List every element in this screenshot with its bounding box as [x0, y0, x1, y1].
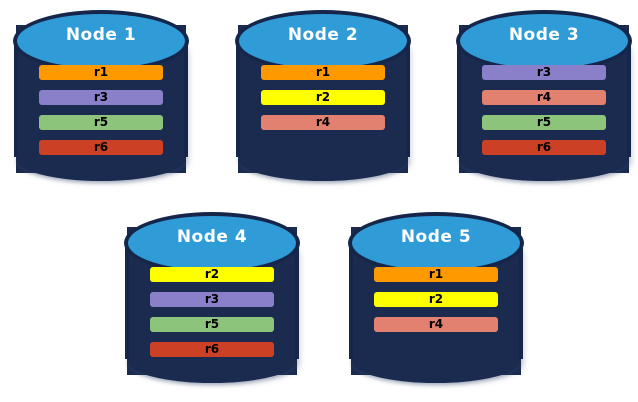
replica-item-r1[interactable]: r1 [39, 65, 163, 80]
replica-item-r2[interactable]: r2 [150, 267, 274, 282]
replica-item-r1[interactable]: r1 [374, 267, 498, 282]
replica-item-r3[interactable]: r3 [39, 90, 163, 105]
replica-list: r2 r3 r5 r6 [150, 267, 274, 357]
replica-list: r1 r2 r4 [374, 267, 498, 332]
replica-item-r2[interactable]: r2 [374, 292, 498, 307]
cylinder-top-ellipse [17, 14, 185, 68]
replica-item-r5[interactable]: r5 [39, 115, 163, 130]
cylinder-right-edge [295, 239, 299, 359]
cylinder-bottom-ellipse [238, 137, 408, 181]
replica-item-r6[interactable]: r6 [482, 140, 606, 155]
replica-item-r4[interactable]: r4 [261, 115, 385, 130]
cylinder-left-edge [14, 37, 18, 157]
cylinder-top-ellipse [128, 216, 296, 270]
cylinder-right-edge [519, 239, 523, 359]
cylinder-left-edge [349, 239, 353, 359]
cylinder-top-ellipse [239, 14, 407, 68]
replica-list: r1 r3 r5 r6 [39, 65, 163, 155]
replica-item-r5[interactable]: r5 [482, 115, 606, 130]
cylinder-right-edge [406, 37, 410, 157]
cylinder-top-ellipse [460, 14, 628, 68]
cylinder-bottom-ellipse [351, 339, 521, 383]
replica-item-r3[interactable]: r3 [150, 292, 274, 307]
cylinder-right-edge [184, 37, 188, 157]
replica-list: r3 r4 r5 r6 [482, 65, 606, 155]
replica-list: r1 r2 r4 [261, 65, 385, 130]
cylinder-left-edge [125, 239, 129, 359]
replica-item-r6[interactable]: r6 [39, 140, 163, 155]
replica-item-r1[interactable]: r1 [261, 65, 385, 80]
replica-item-r3[interactable]: r3 [482, 65, 606, 80]
replica-item-r4[interactable]: r4 [482, 90, 606, 105]
replica-item-r5[interactable]: r5 [150, 317, 274, 332]
cylinder-top-ellipse [352, 216, 520, 270]
cylinder-left-edge [236, 37, 240, 157]
cylinder-left-edge [457, 37, 461, 157]
replica-item-r4[interactable]: r4 [374, 317, 498, 332]
replica-item-r2[interactable]: r2 [261, 90, 385, 105]
replica-item-r6[interactable]: r6 [150, 342, 274, 357]
cylinder-right-edge [627, 37, 631, 157]
